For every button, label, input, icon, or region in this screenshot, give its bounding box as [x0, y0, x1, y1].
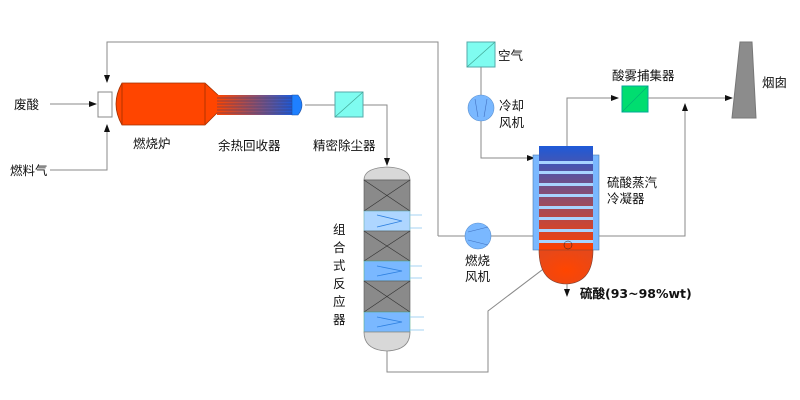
- label-combustion-fan-2: 风机: [465, 269, 491, 284]
- heat-recovery-head: [291, 94, 303, 116]
- bypass-pipe: [599, 103, 688, 237]
- label-waste-acid: 废酸: [14, 97, 40, 112]
- label-acid-mist: 酸雾捕集器: [612, 68, 675, 83]
- label-combustion-fan-1: 燃烧: [465, 253, 491, 268]
- svg-text:式: 式: [333, 258, 346, 273]
- label-cooling-fan-2: 风机: [499, 115, 525, 130]
- recycle-pipe: [104, 41, 439, 236]
- chimney: [731, 41, 757, 119]
- reactor-outlet-pipe: [386, 250, 568, 373]
- svg-text:应: 应: [333, 294, 346, 309]
- label-product: 硫酸(93~98%wt): [580, 286, 692, 301]
- label-heat-recovery: 余热回收器: [218, 138, 281, 153]
- pipe-to-reactor: [363, 104, 390, 166]
- cooling-fan: [467, 94, 495, 122]
- label-cooling-fan-1: 冷却: [499, 98, 524, 113]
- svg-text:器: 器: [333, 312, 346, 327]
- label-reactor: 组 合 式 反 应 器: [333, 222, 346, 327]
- combustion-fan: [464, 222, 492, 250]
- svg-text:组: 组: [333, 222, 346, 237]
- label-fine-dust: 精密除尘器: [313, 138, 376, 153]
- label-furnace: 燃烧炉: [133, 136, 171, 151]
- condenser-top-pipe: [566, 95, 619, 146]
- label-air: 空气: [498, 48, 524, 63]
- svg-text:反: 反: [333, 276, 346, 291]
- svg-text:合: 合: [333, 240, 346, 255]
- combination-reactor: [363, 166, 411, 352]
- fuel-gas-pipe: [50, 124, 110, 171]
- label-chimney: 烟囱: [762, 75, 787, 90]
- sulfuric-acid-condenser: [532, 146, 600, 285]
- label-condenser-2: 冷凝器: [607, 191, 645, 206]
- cooling-air-pipe: [480, 67, 534, 158]
- label-condenser-1: 硫酸蒸汽: [607, 175, 658, 190]
- label-fuel-gas: 燃料气: [10, 163, 48, 178]
- burner-nozzle: [97, 91, 113, 118]
- furnace: [115, 82, 219, 126]
